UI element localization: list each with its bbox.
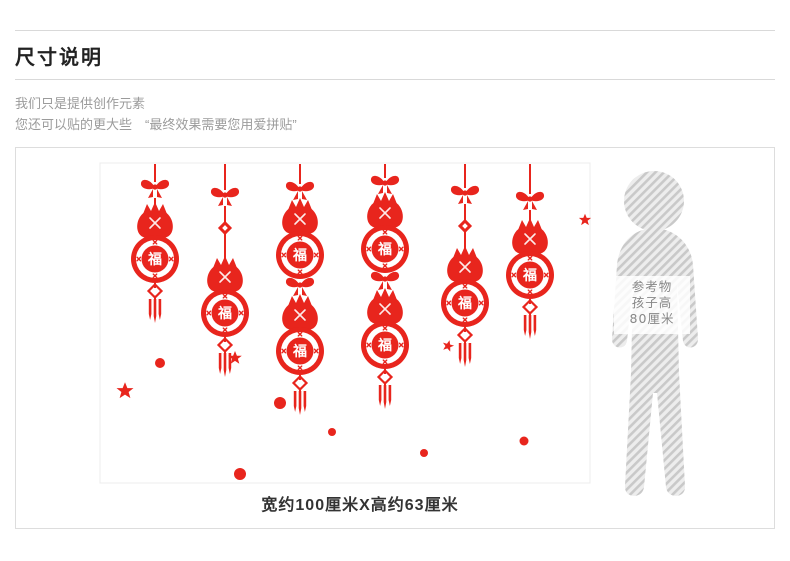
size-description-section: 尺寸说明 我们只是提供创作元素 您还可以贴的更大些 “最终效果需要您用爱拼贴” <box>0 30 790 529</box>
fu-ornament-6 <box>505 164 555 341</box>
reference-label: 参考物 孩子高 80厘米 <box>614 276 690 334</box>
silhouette-body <box>611 228 699 496</box>
illustration-frame <box>99 162 591 484</box>
illustration-board: 福 <box>15 147 775 529</box>
reference-line-1: 参考物 <box>632 279 673 294</box>
note-line-2: 您还可以贴的更大些 “最终效果需要您用爱拼贴” <box>15 117 297 132</box>
silhouette-head <box>624 171 684 231</box>
sticker-size-illustration: 福 <box>99 162 699 496</box>
decor-dots <box>155 358 529 480</box>
note-line-1: 我们只是提供创作元素 <box>15 96 146 111</box>
size-dimensions-label: 宽约100厘米X高约63厘米 <box>261 497 459 514</box>
fu-ornament-3 <box>275 164 325 417</box>
reference-line-2: 孩子高 <box>632 295 673 310</box>
fu-ornament-4 <box>360 164 410 411</box>
reference-line-3: 80厘米 <box>630 311 675 326</box>
divider-top <box>15 30 775 31</box>
fu-ornament-1 <box>130 164 180 325</box>
fu-ornament-5 <box>440 164 490 369</box>
section-title: 尺寸说明 <box>15 47 103 69</box>
child-silhouette: 参考物 孩子高 80厘米 <box>611 171 699 496</box>
fu-ornament-2 <box>200 164 250 379</box>
divider-under-title <box>15 79 775 80</box>
